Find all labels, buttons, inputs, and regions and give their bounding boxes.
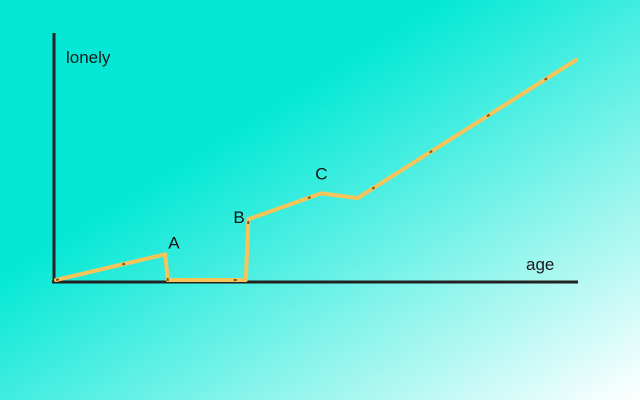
series-line: [54, 58, 578, 282]
point-label-a: A: [168, 233, 180, 252]
series-layer: [54, 58, 578, 282]
point-label-c: C: [315, 164, 327, 183]
y-axis-label: lonely: [66, 48, 111, 67]
point-label-b: B: [233, 208, 244, 227]
x-axis-label: age: [526, 255, 554, 274]
annotation-layer: A B C: [168, 164, 327, 252]
